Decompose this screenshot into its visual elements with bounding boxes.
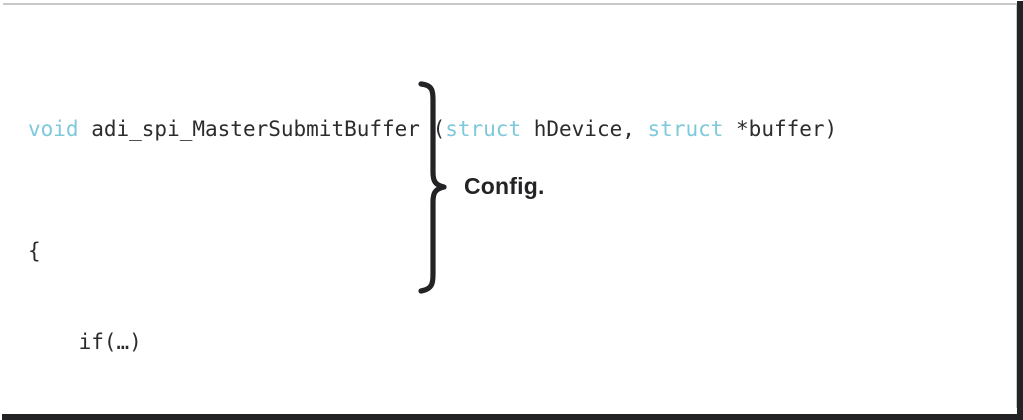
slide-border-right [1017,1,1023,420]
code-line-1: { [28,238,41,263]
code-line-0-signature: adi_spi_MasterSubmitBuffer ( [78,116,446,141]
slide-border-bottom [2,414,1023,420]
keyword-struct-1: struct [445,116,522,141]
config-brace-icon [408,80,454,295]
code-line-0-param-1: hDevice, [521,116,648,141]
slide-border-right-hairline [1016,3,1017,408]
code-line-0-param-2: *buffer) [723,116,838,141]
config-label: Config. [464,173,545,199]
code-line-2: if(…) [28,330,142,354]
code-line-0: void adi_spi_MasterSubmitBuffer (struct … [28,114,988,145]
code-listing: void adi_spi_MasterSubmitBuffer (struct … [28,22,988,420]
keyword-struct-2: struct [647,116,724,141]
keyword-void: void [28,116,79,141]
slide-border-top [3,3,1017,5]
